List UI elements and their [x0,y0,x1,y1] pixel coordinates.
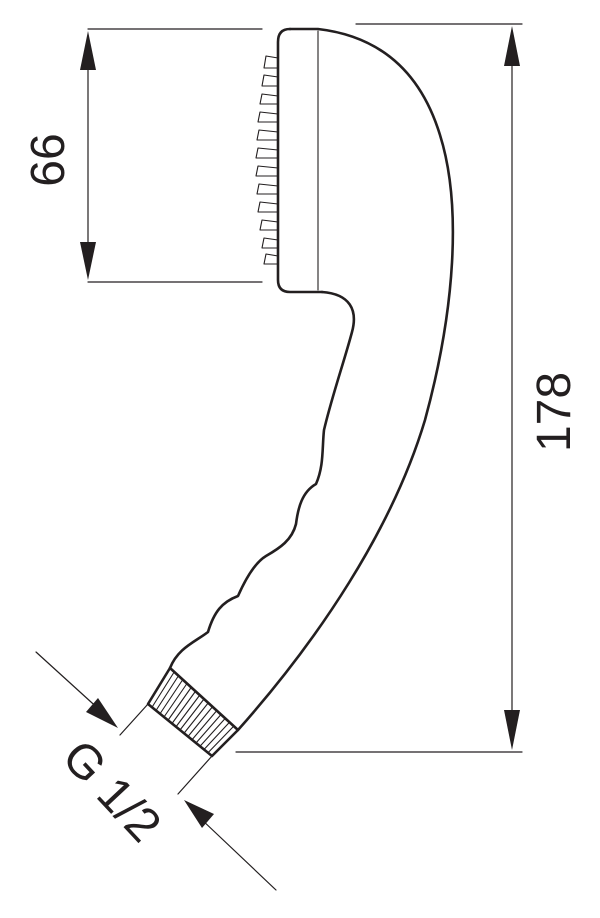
thread-line [163,682,188,718]
thread-line [159,679,184,715]
thread-line [171,690,197,725]
extension-line-right [177,755,213,795]
thread-line [151,671,175,708]
leader-line-lower [199,817,277,891]
nozzle [259,93,279,105]
nozzle [257,201,279,213]
arrowhead-top [80,31,96,70]
handle-grip-contour [168,290,356,670]
thread-line [195,713,222,744]
dimension-head-height: 66 [22,28,263,283]
dimension-thread: G 1/2 [35,651,277,891]
leader-line-upper [35,651,103,713]
thread-line [179,698,205,731]
arrowhead-bottom [80,242,96,280]
thread-line [207,725,235,754]
thread-line [155,675,180,712]
dimension-label-thread: G 1/2 [52,730,171,852]
dimension-total-length: 178 [235,23,581,753]
thread-line [199,717,226,747]
nozzle [255,147,279,159]
dimension-label-66: 66 [22,133,75,186]
arrowhead-lower [184,800,214,828]
thread-line [167,686,192,721]
nozzle [261,74,279,87]
thread-line [183,702,209,734]
thread-line [175,694,201,728]
arrowhead-top [504,26,520,66]
nozzle [255,165,279,177]
arrowhead-bottom [504,710,520,750]
thread-lines [151,671,235,754]
thread-line [203,721,231,751]
dimension-label-178: 178 [528,372,581,452]
spray-nozzles [255,55,279,265]
thread-line [187,706,214,738]
nozzle [261,237,279,249]
nozzle [256,183,279,195]
arrowhead-upper [86,698,118,728]
nozzle [263,253,279,265]
nozzle [257,111,279,123]
thread-line [191,710,218,741]
extension-line-left [119,703,149,736]
nozzle [263,55,279,69]
threaded-connector [146,666,240,758]
shower-head-outline [168,27,455,732]
handle-outer-contour [236,27,455,732]
nozzle [259,219,279,231]
nozzle [256,129,279,141]
head-face-contour [276,27,324,294]
